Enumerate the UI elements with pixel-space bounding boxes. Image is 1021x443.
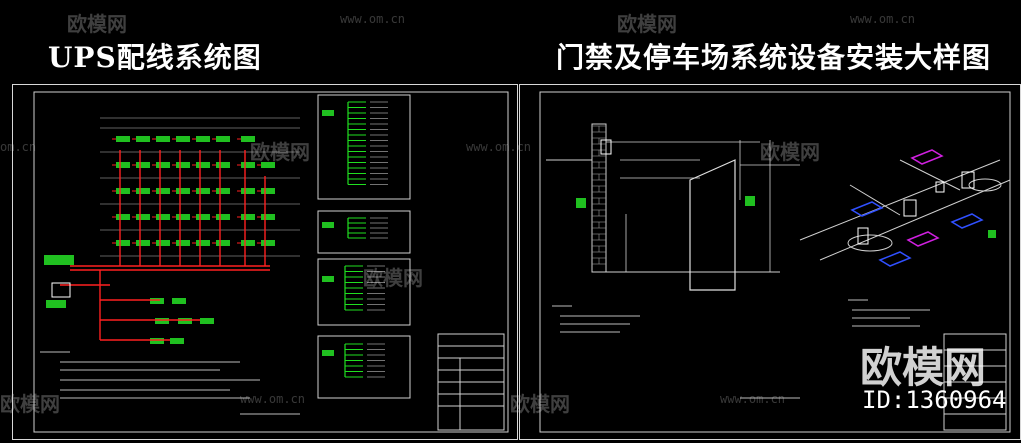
watermark-url: www.om.cn [850,12,916,26]
watermark-id: ID:1360964 [862,386,1007,414]
watermark-logo-large: 欧模网 [860,343,987,392]
watermark-url: om.cn [0,140,37,154]
watermark-logo: 欧模网 [67,12,127,36]
watermark-logo: 欧模网 [617,12,677,36]
watermark-logo: 欧模网 [363,266,423,290]
watermark-logo: 欧模网 [250,140,310,164]
left-drawing-title: UPS配线系统图 [48,41,262,74]
watermark-logo: 欧模网 [0,392,60,416]
right-drawing-title: 门禁及停车场系统设备安装大样图 [556,41,992,74]
watermark-url: www.om.cn [340,12,406,26]
watermark-logo: 欧模网 [760,140,820,164]
ups-wiring-sheet [12,84,518,440]
watermark-logo: 欧模网 [510,392,570,416]
watermark-url: www.om.cn [466,140,532,154]
watermark-url: www.om.cn [240,392,306,406]
watermark-url: www.om.cn [720,392,786,406]
